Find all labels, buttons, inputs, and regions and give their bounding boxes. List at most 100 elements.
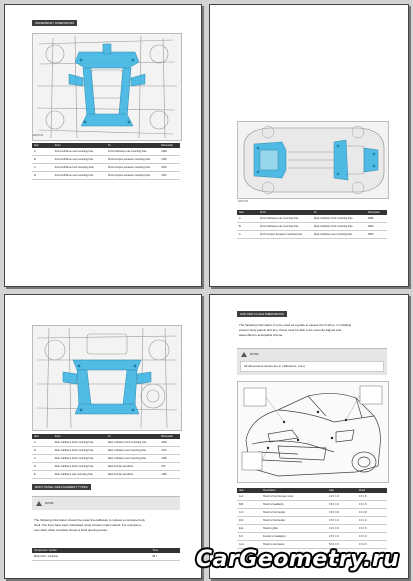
underbody-rear-diagram <box>32 325 182 431</box>
cell: Front bumper armature mounting hole <box>105 171 160 180</box>
cell: 1015 <box>159 163 180 172</box>
col-item: Item <box>237 210 258 215</box>
underbody-rear-illustration <box>33 326 181 430</box>
warning-icon <box>36 500 42 506</box>
cell: 3.5 ± 0.8 <box>327 508 357 517</box>
cell: 970 <box>159 462 180 471</box>
cell: 0 ± 1.5 <box>357 524 387 533</box>
cell: D <box>32 171 53 180</box>
cell: Rear bumper armature <box>105 462 160 471</box>
note-box: NOTE: <box>32 496 180 510</box>
cell: 4.0 ± 1.5 <box>327 524 357 533</box>
col-flush: Flush <box>357 488 387 493</box>
vehicle-front-illustration <box>238 382 388 482</box>
manual-page-4: GAP AND FLUSH DIMENSIONS The following i… <box>209 294 409 579</box>
cell: 3876 <box>366 230 387 239</box>
cell: B <box>32 446 53 455</box>
figure-id: E240719 <box>33 134 44 137</box>
cell: Rear subframe rear mounting hole <box>105 454 160 463</box>
cell: A <box>32 148 53 156</box>
underbody-front-illustration <box>33 34 181 140</box>
cell: Front subframe front mounting hole <box>52 163 106 172</box>
cell: Hood to grille <box>261 524 327 533</box>
cell: E-E <box>237 524 261 533</box>
cell: 4.0 ± 1.5 <box>327 493 357 501</box>
col-component: Component / section <box>32 548 151 553</box>
cell: 5.5 ± 1.5 <box>327 540 357 549</box>
underbody-full-illustration <box>238 122 388 198</box>
warning-icon <box>241 351 247 357</box>
paragraph-line: The following information is to be used … <box>239 323 352 327</box>
col-gap: Gap <box>327 488 357 493</box>
cell: 0 ± 2.0 <box>357 540 387 549</box>
cell: Front bumper armature mounting hole <box>105 163 160 172</box>
cell: Front subframe rear mounting hole <box>258 222 312 231</box>
col-from: From <box>258 210 312 215</box>
cell: B <box>237 222 258 231</box>
cell: Rear subframe front mounting hole <box>52 454 106 463</box>
cell: A-A <box>237 493 261 501</box>
cell: Rear subframe front mounting hole <box>52 439 106 447</box>
cell: Rear subframe front mounting hole <box>52 462 106 471</box>
col-dimension: Dimension <box>159 434 180 439</box>
cell: F-F <box>237 532 261 541</box>
body-paragraph: The following information shows the pane… <box>34 518 180 533</box>
cell: A <box>237 215 258 223</box>
cell: Front subframe rear mounting hole <box>52 171 106 180</box>
cell: Fender to headlamp <box>261 532 327 541</box>
cell: C <box>32 163 53 172</box>
note-label: NOTE: <box>45 501 55 505</box>
cell: 1267 <box>159 171 180 180</box>
cell: Body shell - complete <box>32 553 151 561</box>
cell: 3.5 ± 1.0 <box>327 500 357 509</box>
cell: Front bumper armature mounting hole <box>258 230 312 239</box>
cell: 0 ± 1.0 <box>357 532 387 541</box>
cell: 2822 <box>366 222 387 231</box>
cell: 1150 <box>159 155 180 164</box>
cell: Front subframe rear mounting hole <box>105 148 160 156</box>
cell: Rear subframe rear mounting hole <box>105 446 160 455</box>
paragraph-line: shell. The lines have been calculated us… <box>34 523 142 527</box>
cell: B <box>32 155 53 164</box>
cell: 0 ± 1.5 <box>357 493 387 501</box>
paragraph-line: exterior body panels and trim. Panel mus… <box>239 328 342 332</box>
cell: Front subframe rear mounting hole <box>258 215 312 223</box>
col-time: Time <box>150 548 180 553</box>
section-header: GAP AND FLUSH DIMENSIONS <box>237 311 287 317</box>
col-item: Item <box>32 143 53 148</box>
paragraph-line: The following information shows the pane… <box>34 518 145 522</box>
figure-id: E240718 <box>238 200 249 203</box>
note-text: All dimensions shown are in millimeters.… <box>240 361 384 372</box>
cell: Rear subframe front mounting hole <box>312 215 366 223</box>
col-from: From <box>52 434 106 439</box>
cell: Front bumper armature mounting hole <box>105 155 160 164</box>
cell: C <box>32 454 53 463</box>
underbody-full-diagram <box>237 121 389 199</box>
col-to: To <box>312 210 366 215</box>
cell: 1183 <box>159 470 180 479</box>
cell: G-G <box>237 540 261 549</box>
cell: D-D <box>237 516 261 525</box>
cell: Hood to front bumper cover <box>261 493 327 501</box>
cell: D <box>32 462 53 471</box>
cell: 0 ± 0.8 <box>357 508 387 517</box>
cell: E <box>32 470 53 479</box>
